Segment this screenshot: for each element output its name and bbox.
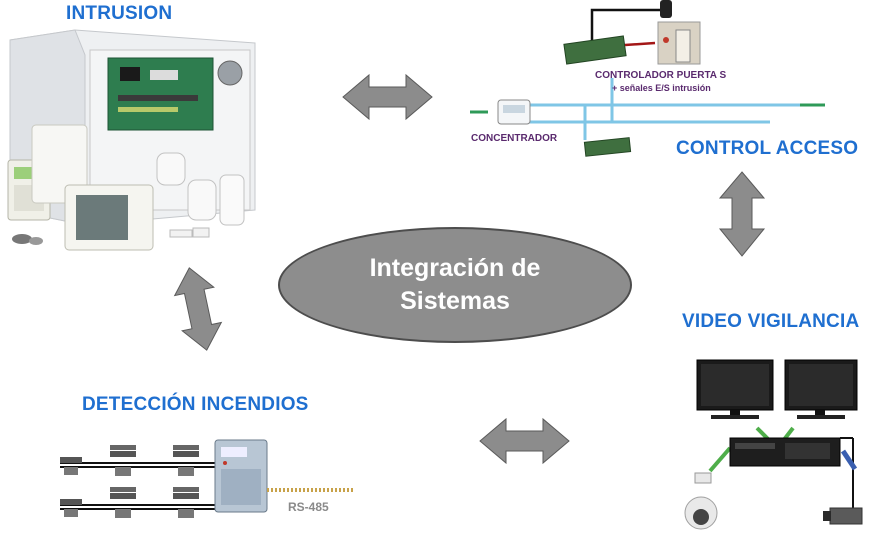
intrusion-equipment-illustration — [7, 29, 256, 251]
video-surveillance-illustration — [684, 359, 863, 530]
smoke-detector-icon — [173, 487, 199, 518]
concentrador-label: CONCENTRADOR — [471, 133, 558, 144]
rs485-label: RS-485 — [288, 500, 329, 514]
center-title-line2: Sistemas — [400, 287, 510, 315]
double-arrow-icon — [718, 171, 766, 257]
dome-camera-icon — [684, 472, 718, 530]
monitor-icon — [696, 359, 774, 419]
intrusion-heading: INTRUSION — [66, 3, 173, 24]
integration-ellipse: Integración de Sistemas — [278, 227, 632, 343]
video-vigilancia-heading: VIDEO VIGILANCIA — [682, 311, 860, 332]
control-acceso-heading: CONTROL ACCESO — [676, 138, 859, 159]
center-title-line1: Integración de — [369, 254, 541, 282]
controlador-label-line2: + señales E/S intrusión — [612, 83, 711, 93]
double-arrow-icon — [479, 417, 570, 465]
smoke-detector-icon — [110, 445, 136, 476]
monitor-icon — [784, 359, 858, 419]
smoke-detector-icon — [60, 457, 82, 475]
control-access-illustration — [470, 0, 825, 157]
double-arrow-icon — [342, 73, 433, 121]
fire-detection-illustration — [60, 439, 355, 518]
smoke-detector-icon — [60, 499, 82, 517]
controlador-label-line1: CONTROLADOR PUERTA S — [595, 70, 727, 81]
double-arrow-icon — [173, 267, 223, 351]
smoke-detector-icon — [110, 487, 136, 518]
deteccion-incendios-heading: DETECCIÓN INCENDIOS — [82, 394, 309, 415]
smoke-detector-icon — [173, 445, 199, 476]
